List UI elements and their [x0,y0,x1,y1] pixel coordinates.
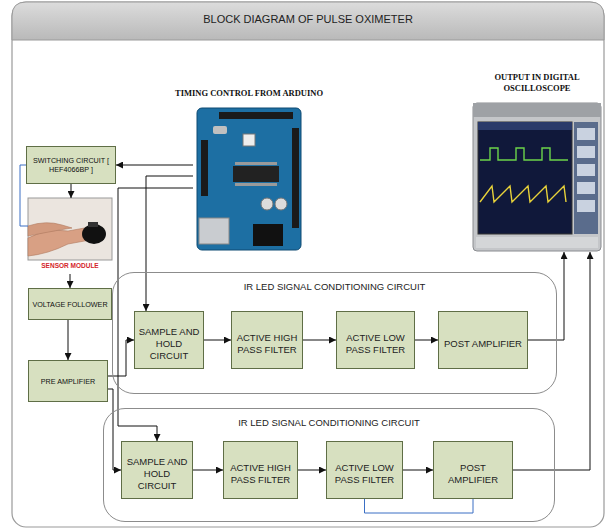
box-label: SAMPLE AND HOLD CIRCUIT [125,456,189,492]
group-band: IR LED SIGNAL CONDITIONING CIRCUIT SAMPLE… [103,408,555,522]
band-heading: IR LED SIGNAL CONDITIONING CIRCUIT [104,417,554,428]
connector [298,470,326,471]
process-box: VOLTAGE FOLLOWER [28,288,112,320]
connector [303,340,336,341]
connector [204,340,231,341]
title-text: BLOCK DIAGRAM OF PULSE OXIMETER [12,13,604,25]
box-label: ACTIVE LOW PASS FILTER [330,462,399,486]
process-box: SAMPLE AND HOLD CIRCUIT [121,441,193,499]
figure-label: SENSOR MODULE [28,262,112,269]
connector [193,470,223,471]
box-label: ACTIVE HIGH PASS FILTER [227,462,294,486]
connector [365,499,474,513]
box-label: ACTIVE LOW PASS FILTER [340,332,411,356]
connector [415,340,438,341]
connector [71,184,72,198]
process-box: SWITCHING CIRCUIT [ HEF4066BP ] [26,146,116,184]
figure-label: OUTPUT IN DIGITAL OSCILLOSCOPE [472,72,602,93]
finger-sensor-photo [28,198,112,260]
box-label: SAMPLE AND HOLD CIRCUIT [138,326,200,362]
connector [403,470,433,471]
header-bar [12,2,604,40]
sensor-figure: SENSOR MODULE [28,198,112,274]
oscilloscope-figure: OUTPUT IN DIGITAL OSCILLOSCOPE [472,72,602,252]
box-label: PRE AMPLIFIER [41,377,95,386]
process-box: PRE AMPLIFIER [28,360,108,402]
process-box: ACTIVE LOW PASS FILTER [326,441,403,499]
box-label: POST AMPLIFIER [444,338,522,350]
connector [68,320,69,360]
connector [116,165,193,166]
process-box: SAMPLE AND HOLD CIRCUIT [134,311,204,369]
box-label: VOLTAGE FOLLOWER [32,300,107,309]
band-heading: IR LED SIGNAL CONDITIONING CIRCUIT [113,281,556,292]
outer-panel [12,2,604,527]
box-label: POST AMPLIFIER [437,462,509,486]
process-box: ACTIVE LOW PASS FILTER [336,311,415,369]
process-box: POST AMPLIFIER [433,441,513,499]
connector [70,274,71,288]
connector [108,389,121,470]
box-label: SWITCHING CIRCUIT [ HEF4066BP ] [30,156,112,174]
process-box: POST AMPLIFIER [438,311,528,369]
process-box: ACTIVE HIGH PASS FILTER [223,441,298,499]
oscilloscope [473,103,601,251]
box-label: ACTIVE HIGH PASS FILTER [235,332,299,356]
connector [146,176,193,311]
process-box: ACTIVE HIGH PASS FILTER [231,311,303,369]
arduino-board [197,108,301,250]
arduino-figure: TIMING CONTROL FROM ARDUINO [193,88,305,253]
figure-label: TIMING CONTROL FROM ARDUINO [168,88,330,99]
group-band: IR LED SIGNAL CONDITIONING CIRCUIT SAMPLE… [112,272,557,394]
connector [528,252,564,340]
